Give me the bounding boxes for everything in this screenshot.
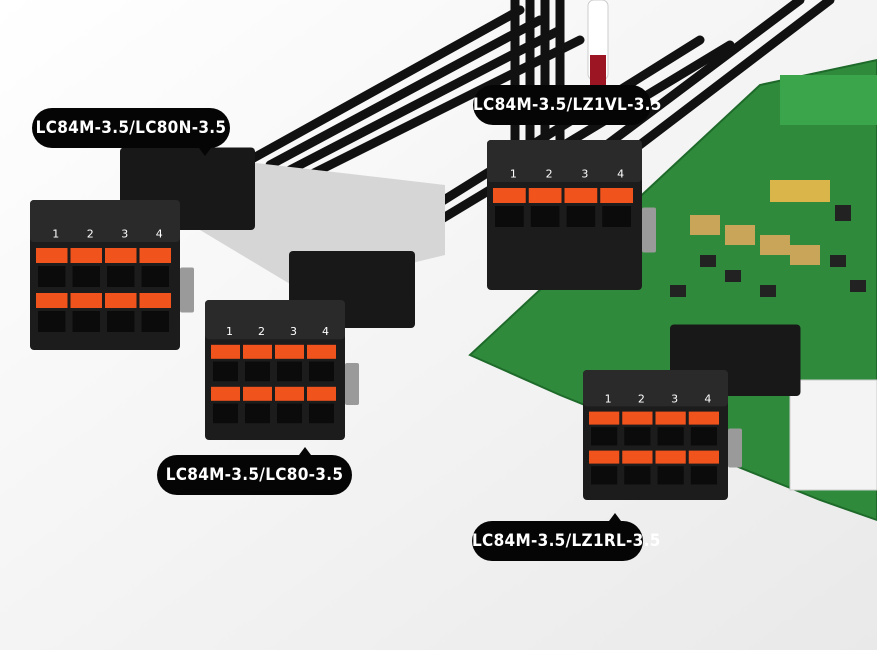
release-tab[interactable] [139,248,172,263]
release-tab[interactable] [493,188,526,203]
pin-number: 1 [605,393,612,406]
release-tab[interactable] [243,386,272,401]
connector-lc80n: 1 2 3 4 [30,147,255,350]
pin-number: 4 [156,228,163,241]
release-tab[interactable] [70,293,103,308]
pin-number: 2 [87,228,94,241]
pin-number: 3 [671,393,678,406]
locking-latch[interactable] [180,267,194,313]
locking-latch[interactable] [728,428,742,468]
release-tab[interactable] [564,188,598,203]
pin-number: 3 [290,325,297,338]
callout-pointer [609,513,621,521]
release-tab[interactable] [688,450,719,464]
release-tab[interactable] [243,344,272,359]
release-tab[interactable] [36,293,68,308]
pin-number: 1 [510,168,517,181]
locking-latch[interactable] [642,207,656,253]
release-tab[interactable] [622,411,653,425]
release-tab[interactable] [655,411,686,425]
pin-number: 1 [226,325,233,338]
locking-latch[interactable] [345,363,359,405]
release-tab[interactable] [589,450,620,464]
pin-number: 4 [322,325,329,338]
release-tab[interactable] [307,386,336,401]
callout-lz1rl: LC84M-3.5/LZ1RL-3.5 [472,521,660,561]
release-tab[interactable] [211,386,240,401]
pin-number: 4 [617,168,624,181]
callout-pointer [199,148,211,156]
release-tab[interactable] [600,188,633,203]
pin-number: 3 [581,168,588,181]
callout-lc80: LC84M-3.5/LC80-3.5 [157,455,352,495]
release-tab[interactable] [70,248,103,263]
release-tab[interactable] [307,344,336,359]
callout-lc80n: LC84M-3.5/LC80N-3.5 [32,108,230,148]
release-tab[interactable] [105,293,137,308]
pin-number: 2 [258,325,265,338]
release-tab[interactable] [36,248,68,263]
connector-lz1rl: 1 2 3 4 [583,324,801,500]
pin-number: 1 [52,228,59,241]
callout-lz1vl: LC84M-3.5/LZ1VL-3.5 [473,85,661,125]
release-tab[interactable] [139,293,172,308]
connector-lc80: 1 2 3 4 [205,251,415,440]
pcb-components [670,205,866,297]
connector-lz1vl: 1 2 3 4 [487,140,656,290]
release-tab[interactable] [622,450,653,464]
pcb-relays [690,180,830,265]
release-tab[interactable] [688,411,719,425]
pin-number: 4 [704,393,711,406]
pin-number: 2 [638,393,645,406]
release-tab[interactable] [275,386,304,401]
release-tab[interactable] [589,411,620,425]
pin-number: 2 [546,168,553,181]
callout-pointer [299,447,311,455]
pcb-terminal-block [780,75,877,125]
pcb-header [789,379,877,491]
release-tab[interactable] [655,450,686,464]
release-tab[interactable] [105,248,137,263]
release-tab[interactable] [211,344,240,359]
pin-number: 3 [121,228,128,241]
release-tab[interactable] [275,344,304,359]
release-tab[interactable] [528,188,562,203]
